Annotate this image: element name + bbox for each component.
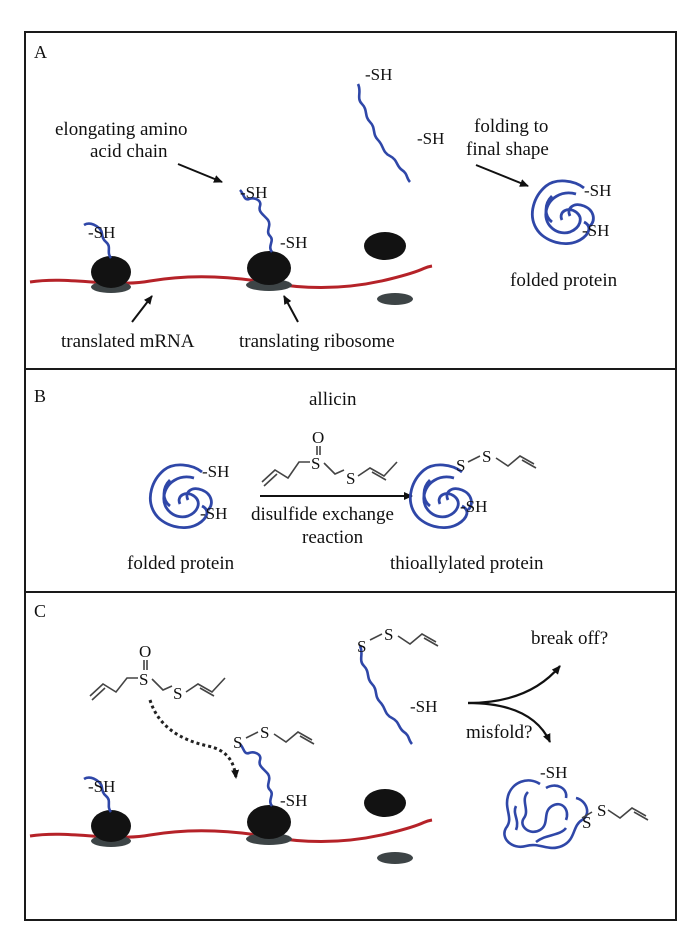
folding-label-line1: folding to bbox=[474, 116, 548, 137]
misfold-label: misfold? bbox=[466, 722, 533, 743]
elongating-arrow bbox=[177, 163, 223, 183]
sh-label-mid-top: -SH bbox=[240, 183, 267, 202]
allicin-c-s2: S bbox=[173, 684, 182, 703]
mrna-strand bbox=[29, 264, 433, 290]
ribosome-middle bbox=[239, 189, 292, 291]
sh-label-free-bottom: -SH bbox=[417, 129, 444, 148]
free-amino-chain bbox=[356, 83, 411, 183]
thioallyl-tail-mid-c bbox=[245, 731, 315, 745]
sh-label-folded-top: -SH bbox=[584, 181, 611, 200]
break-off-label: break off? bbox=[531, 628, 608, 649]
folded-protein-label-b: folded protein bbox=[127, 553, 235, 574]
product-s2: S bbox=[482, 447, 491, 466]
allicin-o: O bbox=[312, 428, 324, 447]
panel-b-letter: B bbox=[34, 386, 46, 406]
panel-b: B allicin O S S disulfide exchange react… bbox=[24, 368, 677, 593]
panel-c-frame bbox=[24, 591, 677, 921]
translating-ribosome-arrow bbox=[283, 295, 299, 323]
free-ribosome-small-c bbox=[377, 852, 413, 864]
allicin-c-s1: S bbox=[139, 670, 148, 689]
panel-a: A -SH -SH -SH elongating amino acid chai… bbox=[24, 31, 677, 370]
free-ribosome-large bbox=[364, 232, 406, 260]
panel-a-letter: A bbox=[34, 42, 47, 62]
folded-protein-b bbox=[149, 463, 213, 529]
mrna-strand-c bbox=[29, 818, 433, 844]
sh-label-product: -SH bbox=[460, 497, 487, 516]
mid-c-s1: S bbox=[233, 733, 242, 752]
free-c-s2: S bbox=[384, 625, 393, 644]
elongating-label-line2: acid chain bbox=[90, 141, 168, 162]
sh-label-c-left: -SH bbox=[88, 777, 115, 796]
free-ribosome-small bbox=[377, 293, 413, 305]
sh-label-free-top: -SH bbox=[365, 65, 392, 84]
thioallyl-tail-misfold bbox=[581, 807, 649, 821]
sh-label-b-top: -SH bbox=[202, 462, 229, 481]
free-ribosome-large-c bbox=[364, 789, 406, 817]
folded-protein-label-a: folded protein bbox=[510, 270, 618, 291]
allicin-s1: S bbox=[311, 454, 320, 473]
sh-label-c-free: -SH bbox=[410, 697, 437, 716]
break-off-arrow bbox=[467, 665, 561, 705]
ribosome-left bbox=[83, 222, 131, 293]
reaction-label-line2: reaction bbox=[302, 527, 364, 548]
thioallylated-protein-label: thioallylated protein bbox=[390, 553, 544, 574]
allicin-attack-path bbox=[148, 699, 240, 779]
misfold-arrow bbox=[467, 701, 551, 743]
sh-label-c-mid: -SH bbox=[280, 791, 307, 810]
ribosome-middle-c bbox=[239, 743, 292, 845]
thioallylated-protein bbox=[409, 463, 473, 529]
misfolded-protein bbox=[503, 779, 589, 850]
mid-c-s2: S bbox=[260, 723, 269, 742]
misfold-s2: S bbox=[597, 801, 606, 820]
allicin-label: allicin bbox=[309, 389, 357, 410]
allicin-s2: S bbox=[346, 469, 355, 488]
folding-arrow bbox=[475, 164, 529, 187]
sh-label-folded-bottom: -SH bbox=[582, 221, 609, 240]
thioallyl-tail-b bbox=[467, 455, 537, 469]
folding-label-line2: final shape bbox=[466, 139, 549, 160]
ribosome-left-c bbox=[83, 776, 131, 847]
thioallyl-tail-free-c bbox=[369, 633, 439, 647]
allicin-c-o: O bbox=[139, 642, 151, 661]
allicin-structure-c bbox=[89, 660, 226, 701]
allicin-structure-b bbox=[261, 446, 398, 487]
free-chain-c bbox=[358, 645, 413, 745]
panel-a-frame bbox=[24, 31, 677, 370]
free-c-s1: S bbox=[357, 637, 366, 656]
reaction-label-line1: disulfide exchange bbox=[251, 504, 394, 525]
amino-chain-elongating bbox=[239, 189, 274, 253]
panel-c-letter: C bbox=[34, 601, 46, 621]
panel-c: C O S S -SH bbox=[24, 591, 677, 921]
misfold-s1: S bbox=[582, 813, 591, 832]
sh-label-misfold: -SH bbox=[540, 763, 567, 782]
elongating-label-line1: elongating amino bbox=[55, 119, 187, 140]
sh-label-mid-bottom: -SH bbox=[280, 233, 307, 252]
translating-ribosome-label: translating ribosome bbox=[239, 331, 395, 352]
product-s1: S bbox=[456, 456, 465, 475]
sh-label-left: -SH bbox=[88, 223, 115, 242]
translated-mrna-arrow bbox=[131, 295, 153, 323]
amino-chain-short bbox=[83, 222, 113, 259]
ribosome-large-subunit bbox=[91, 256, 131, 288]
sh-label-b-bottom: -SH bbox=[200, 504, 227, 523]
translated-mrna-label: translated mRNA bbox=[61, 331, 195, 352]
folded-protein-a bbox=[531, 179, 595, 245]
ribosome-large-subunit bbox=[247, 251, 291, 285]
